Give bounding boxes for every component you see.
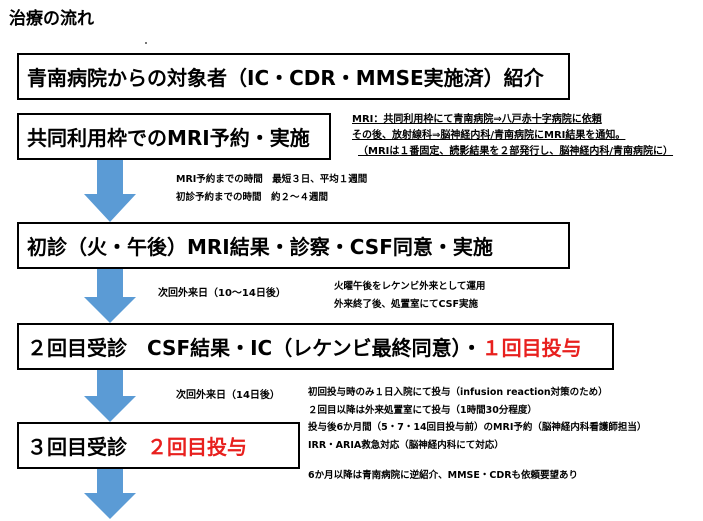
time-note-line-1: MRI予約までの時間 最短３日、平均１週間: [176, 174, 368, 185]
next-visit-detail-2-line-3: 投与後6か月間（5・7・14回目投与前）のMRI予約（脳神経内科看護師担当）: [308, 422, 647, 433]
mri-note-line-2: その後、放射線科⇒脳神経内科/青南病院にMRI結果を通知。: [352, 130, 626, 141]
page-title: 治療の流れ: [9, 9, 94, 29]
next-visit-detail-1-line-1: 火曜午後をレケンビ外来として運用: [334, 281, 486, 292]
next-visit-detail-2: 初回投与時のみ１日入院にて投与（infusion reaction対策のため） …: [308, 384, 646, 454]
final-note: 6か月以降は青南病院に逆紹介、MMSE・CDRも依頼要望あり: [308, 470, 579, 481]
next-visit-detail-1-line-2: 外来終了後、処置室にてCSF実施: [334, 298, 478, 310]
flow-arrow-1: [84, 160, 136, 222]
mri-note-line-3: （MRIは１番固定、読影結果を２部発行し、脳神経内科/青南病院に）: [358, 146, 674, 157]
step-3-box: 初診（火・午後）MRI結果・診察・CSF同意・実施: [17, 222, 570, 269]
mri-note-line-1: MRI：共同利用枠にて青南病院⇒八戸赤十字病院に依頼: [352, 114, 602, 125]
next-visit-label-2: 次回外来日（14日後）: [176, 390, 280, 401]
step-2-text: 共同利用枠でのMRI予約・実施: [27, 126, 310, 150]
stray-dot: [145, 42, 147, 44]
step-4-box: ２回目受診 CSF結果・IC（レケンビ最終同意）・ １回目投与: [17, 323, 614, 370]
step-1-box: 青南病院からの対象者（IC・CDR・MMSE実施済）紹介: [17, 53, 570, 100]
step-1-text: 青南病院からの対象者（IC・CDR・MMSE実施済）紹介: [27, 66, 544, 90]
mri-note: MRI：共同利用枠にて青南病院⇒八戸赤十字病院に依頼 その後、放射線科⇒脳神経内…: [352, 112, 673, 160]
step-4-highlight: １回目投与: [481, 336, 582, 360]
next-visit-label-1: 次回外来日（10～14日後）: [158, 288, 286, 299]
step-3-text: 初診（火・午後）MRI結果・診察・CSF同意・実施: [27, 235, 493, 259]
next-visit-detail-2-line-2: ２回目以降は外来処置室にて投与（1時間30分程度）: [308, 404, 537, 416]
step-2-box: 共同利用枠でのMRI予約・実施: [17, 113, 331, 160]
next-visit-detail-2-line-4: IRR・ARIA救急対応（脳神経内科にて対応）: [308, 439, 504, 451]
step-5-text: ３回目受診: [27, 435, 147, 459]
flow-arrow-3: [84, 370, 136, 422]
step-5-highlight: ２回目投与: [147, 435, 247, 459]
time-note-line-2: 初診予約までの時間 約２～４週間: [176, 191, 329, 203]
time-note: MRI予約までの時間 最短３日、平均１週間 初診予約までの時間 約２～４週間: [176, 171, 367, 206]
flow-arrow-2: [84, 269, 136, 323]
next-visit-detail-2-line-1: 初回投与時のみ１日入院にて投与（infusion reaction対策のため）: [308, 387, 608, 398]
next-visit-detail-1: 火曜午後をレケンビ外来として運用 外来終了後、処置室にてCSF実施: [334, 278, 485, 313]
step-5-box: ３回目受診 ２回目投与: [17, 422, 300, 469]
step-4-text: ２回目受診 CSF結果・IC（レケンビ最終同意）・: [27, 336, 482, 360]
flow-arrow-4: [84, 469, 136, 519]
